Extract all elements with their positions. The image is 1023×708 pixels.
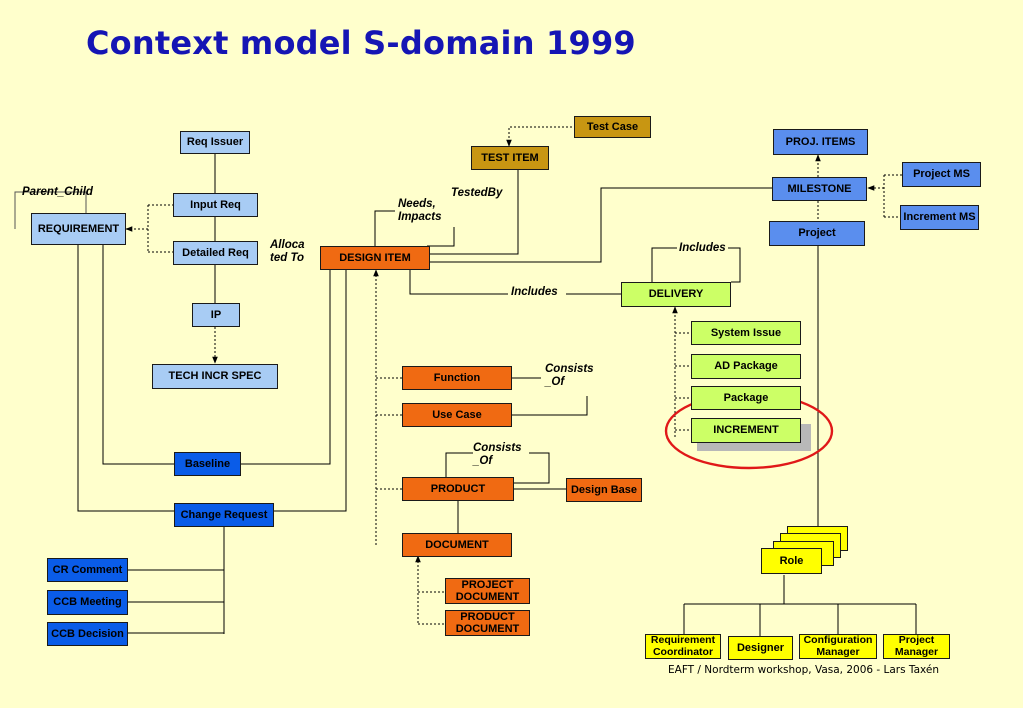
node-increment-ms[interactable]: Increment MS — [900, 205, 979, 230]
node-system-issue[interactable]: System Issue — [691, 321, 801, 345]
node-designer[interactable]: Designer — [728, 636, 793, 660]
node-proj-items[interactable]: PROJ. ITEMS — [773, 129, 868, 155]
node-product[interactable]: PRODUCT — [402, 477, 514, 501]
node-project-ms[interactable]: Project MS — [902, 162, 981, 187]
page-title: Context model S-domain 1999 — [86, 24, 636, 62]
label-tested-by: TestedBy — [451, 187, 503, 199]
node-project-document[interactable]: PROJECT DOCUMENT — [445, 578, 530, 604]
node-product-document[interactable]: PRODUCT DOCUMENT — [445, 610, 530, 636]
node-test-case[interactable]: Test Case — [574, 116, 651, 138]
label-needs-impacts: Needs, Impacts — [398, 198, 442, 224]
node-document[interactable]: DOCUMENT — [402, 533, 512, 557]
node-requirement-coordinator[interactable]: Requirement Coordinator — [645, 634, 721, 659]
node-configuration-manager[interactable]: Configuration Manager — [799, 634, 877, 659]
node-input-req[interactable]: Input Req — [173, 193, 258, 217]
label-consists-of-product: Consists _Of — [473, 442, 529, 469]
node-design-item[interactable]: DESIGN ITEM — [320, 246, 430, 270]
node-ccb-decision[interactable]: CCB Decision — [47, 622, 128, 646]
node-project[interactable]: Project — [769, 221, 865, 246]
label-consists-of-function: Consists _Of — [545, 363, 594, 389]
node-ip[interactable]: IP — [192, 303, 240, 327]
node-role[interactable]: Role — [761, 548, 822, 574]
node-requirement[interactable]: REQUIREMENT — [31, 213, 126, 245]
node-increment[interactable]: INCREMENT — [691, 418, 801, 443]
node-delivery[interactable]: DELIVERY — [621, 282, 731, 307]
label-includes-self: Includes — [677, 242, 728, 256]
node-tech-incr-spec[interactable]: TECH INCR SPEC — [152, 364, 278, 389]
node-package[interactable]: Package — [691, 386, 801, 410]
node-req-issuer[interactable]: Req Issuer — [180, 131, 250, 154]
node-cr-comment[interactable]: CR Comment — [47, 558, 128, 582]
node-ad-package[interactable]: AD Package — [691, 354, 801, 379]
node-detailed-req[interactable]: Detailed Req — [173, 241, 258, 265]
node-function[interactable]: Function — [402, 366, 512, 390]
label-parent-child: Parent_Child — [22, 186, 93, 198]
node-baseline[interactable]: Baseline — [174, 452, 241, 476]
node-change-request[interactable]: Change Request — [174, 503, 274, 527]
node-design-base[interactable]: Design Base — [566, 478, 642, 502]
node-milestone[interactable]: MILESTONE — [772, 177, 867, 201]
node-ccb-meeting[interactable]: CCB Meeting — [47, 590, 128, 615]
node-project-manager[interactable]: Project Manager — [883, 634, 950, 659]
label-allocated-to: Allocated To — [270, 239, 305, 265]
footer-credit: EAFT / Nordterm workshop, Vasa, 2006 - L… — [668, 664, 940, 676]
node-use-case[interactable]: Use Case — [402, 403, 512, 427]
label-includes-delivery: Includes — [511, 286, 558, 298]
node-test-item[interactable]: TEST ITEM — [471, 146, 549, 170]
